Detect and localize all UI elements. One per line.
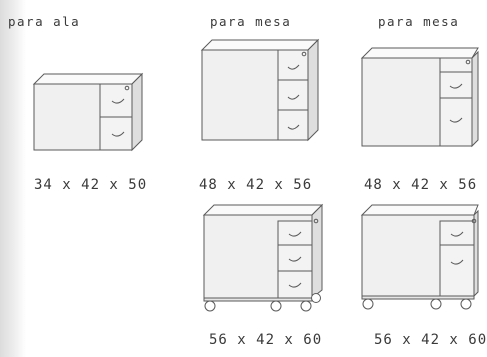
dimension-unit-2: 48 x 42 x 56 [199,177,313,193]
dimension-unit-1: 34 x 42 x 50 [34,177,148,193]
dimension-unit-4: 56 x 42 x 60 [209,332,323,348]
dimension-unit-5: 56 x 42 x 60 [374,332,487,348]
caption-para-ala: para ala [8,14,81,29]
left-edge-shadow [0,0,26,357]
dimension-unit-3: 48 x 42 x 56 [364,177,478,193]
caption-para-mesa-1: para mesa [210,14,292,29]
caption-para-mesa-2: para mesa [378,14,460,29]
